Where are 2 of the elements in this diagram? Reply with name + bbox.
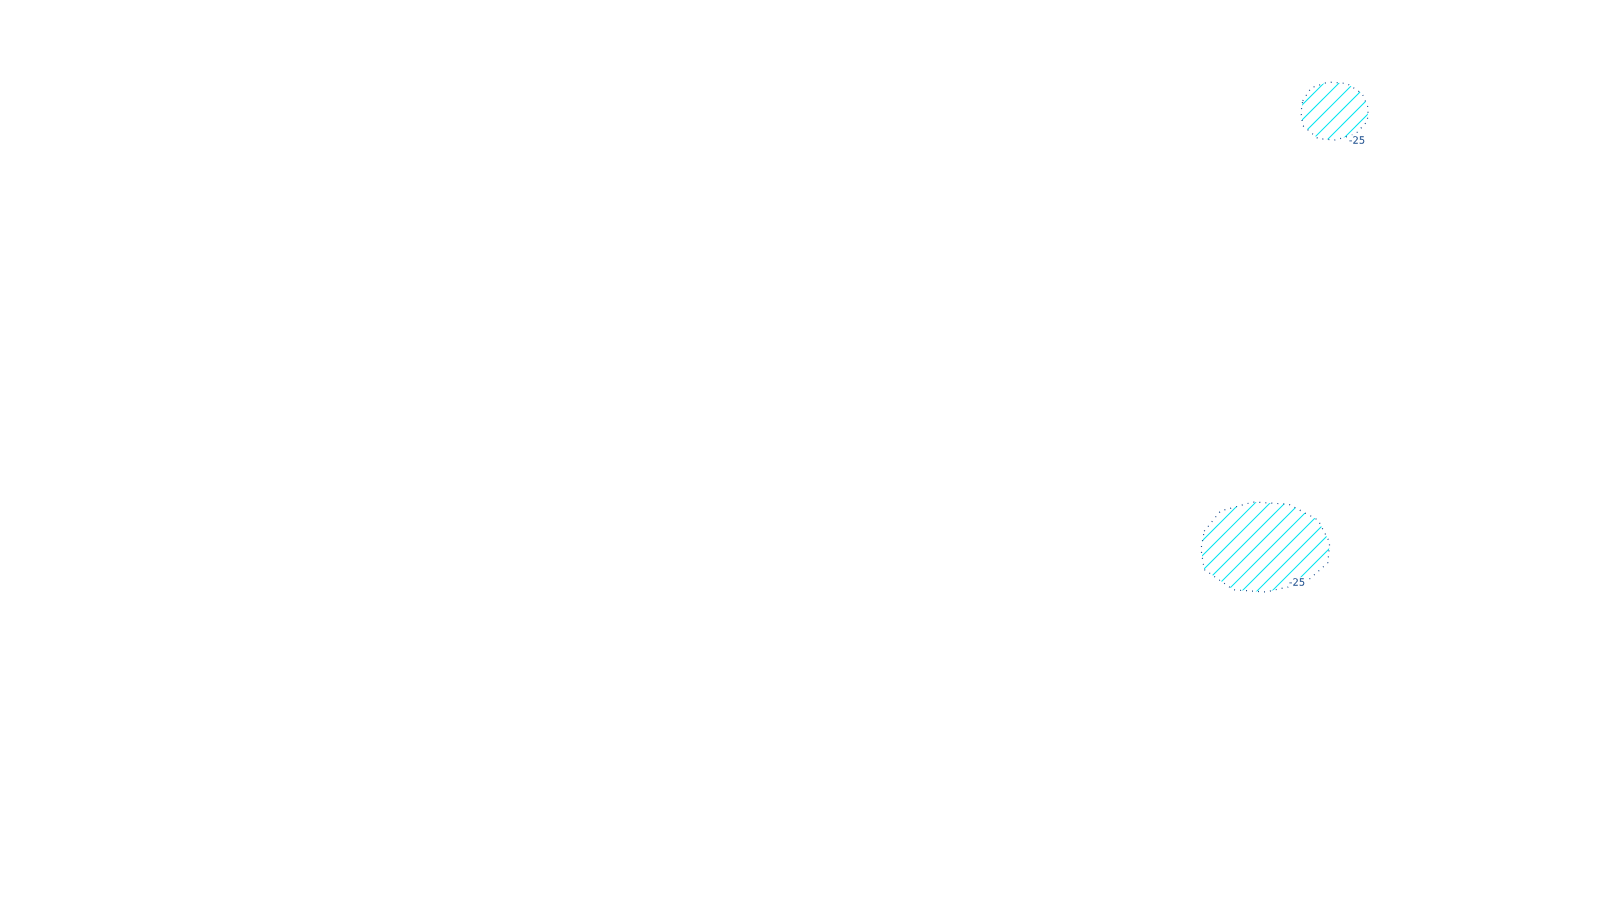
hatched-area: -25	[1200, 501, 1331, 593]
hatched-area: -25	[1300, 81, 1369, 145]
